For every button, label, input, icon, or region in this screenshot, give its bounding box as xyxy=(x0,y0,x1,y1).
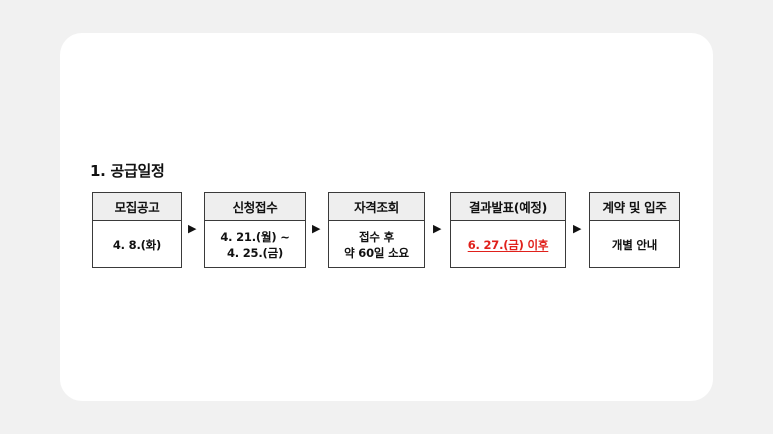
arrow-right-icon: ▶ xyxy=(573,222,582,235)
step-detail-line: 접수 후 xyxy=(359,229,394,244)
step-detail-line: 4. 21.(월) ~ xyxy=(220,229,290,244)
step-box-contract-movein: 계약 및 입주 개별 안내 xyxy=(589,192,680,268)
step-title: 신청접수 xyxy=(205,193,305,221)
step-detail: 4. 21.(월) ~ 4. 25.(금) xyxy=(205,221,305,268)
section-title: 1. 공급일정 xyxy=(90,162,165,180)
step-box-application: 신청접수 4. 21.(월) ~ 4. 25.(금) xyxy=(204,192,306,268)
step-title: 모집공고 xyxy=(93,193,181,221)
step-title: 결과발표(예정) xyxy=(451,193,565,221)
step-box-announcement: 모집공고 4. 8.(화) xyxy=(92,192,182,268)
step-box-result-announcement: 결과발표(예정) 6. 27.(금) 이후 xyxy=(450,192,566,268)
step-box-eligibility-check: 자격조회 접수 후 약 60일 소요 xyxy=(328,192,425,268)
step-detail-line: 4. 25.(금) xyxy=(226,245,284,260)
step-detail-line: 약 60일 소요 xyxy=(344,245,409,260)
step-detail: 접수 후 약 60일 소요 xyxy=(329,221,424,268)
arrow-right-icon: ▶ xyxy=(312,222,321,235)
arrow-right-icon: ▶ xyxy=(433,222,442,235)
arrow-right-icon: ▶ xyxy=(188,222,197,235)
step-title: 자격조회 xyxy=(329,193,424,221)
step-detail: 개별 안내 xyxy=(590,221,679,268)
step-title: 계약 및 입주 xyxy=(590,193,679,221)
step-detail-line-highlight: 6. 27.(금) 이후 xyxy=(467,237,549,252)
step-detail: 4. 8.(화) xyxy=(93,221,181,268)
step-detail-line: 4. 8.(화) xyxy=(112,237,162,252)
step-detail: 6. 27.(금) 이후 xyxy=(451,221,565,268)
step-detail-line: 개별 안내 xyxy=(611,237,658,252)
